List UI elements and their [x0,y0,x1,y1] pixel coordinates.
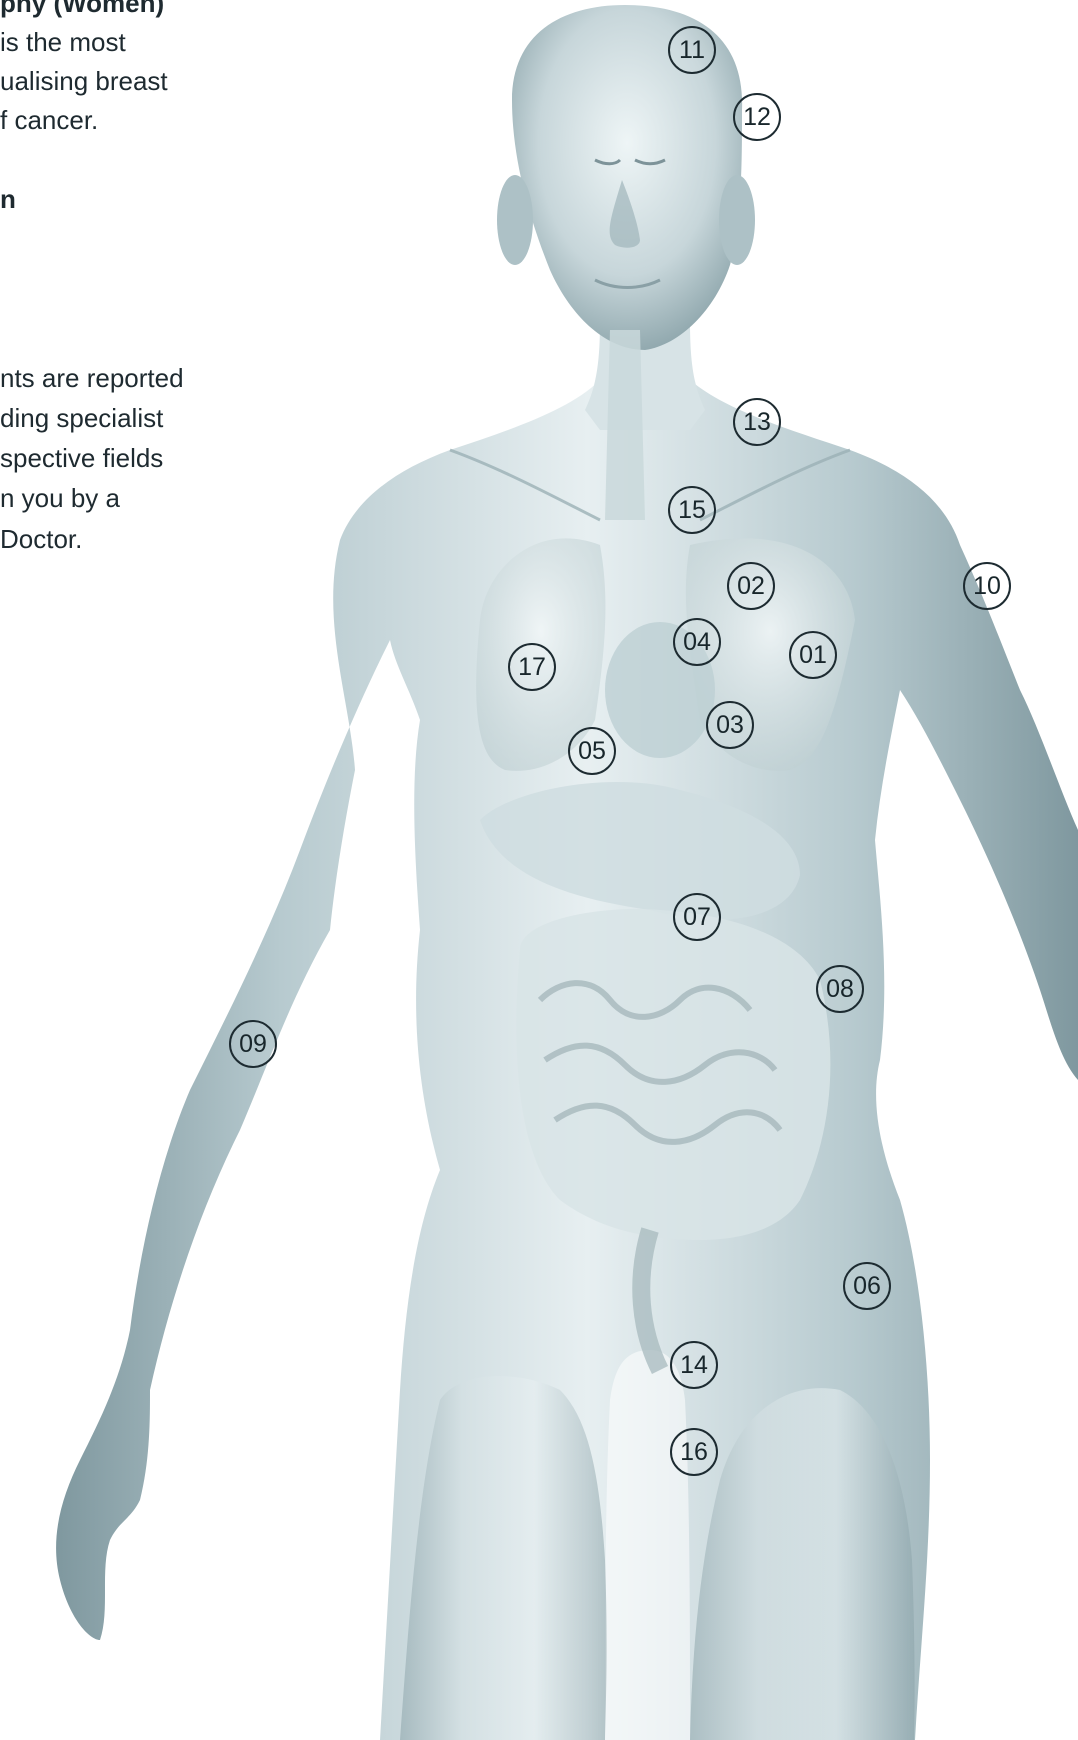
body-marker-15[interactable]: 15 [668,486,716,534]
intro-text-line: spective fields [0,443,163,473]
intro-text-line: ding specialist [0,403,163,433]
intro-text-line: ualising breast [0,66,168,96]
body-marker-09[interactable]: 09 [229,1020,277,1068]
intro-text-line: f cancer. [0,105,98,135]
body-marker-14[interactable]: 14 [670,1341,718,1389]
body-marker-05[interactable]: 05 [568,727,616,775]
intro-text-line: n you by a [0,483,120,513]
body-marker-01[interactable]: 01 [789,631,837,679]
body-marker-13[interactable]: 13 [733,398,781,446]
intro-subheading-fragment: n [0,184,16,214]
body-marker-02[interactable]: 02 [727,562,775,610]
intro-text-line: Doctor. [0,524,82,554]
body-marker-03[interactable]: 03 [706,701,754,749]
intro-text-line: nts are reported [0,363,184,393]
body-marker-04[interactable]: 04 [673,618,721,666]
intro-text-line: is the most [0,27,126,57]
body-marker-17[interactable]: 17 [508,643,556,691]
body-marker-12[interactable]: 12 [733,93,781,141]
body-marker-06[interactable]: 06 [843,1262,891,1310]
body-marker-16[interactable]: 16 [670,1428,718,1476]
intro-heading-fragment: phy (Women) [0,0,164,18]
intro-text-panel: phy (Women) is the most ualising breast … [0,0,215,560]
body-marker-11[interactable]: 11 [668,26,716,74]
body-marker-07[interactable]: 07 [673,893,721,941]
body-marker-08[interactable]: 08 [816,965,864,1013]
body-marker-10[interactable]: 10 [963,562,1011,610]
